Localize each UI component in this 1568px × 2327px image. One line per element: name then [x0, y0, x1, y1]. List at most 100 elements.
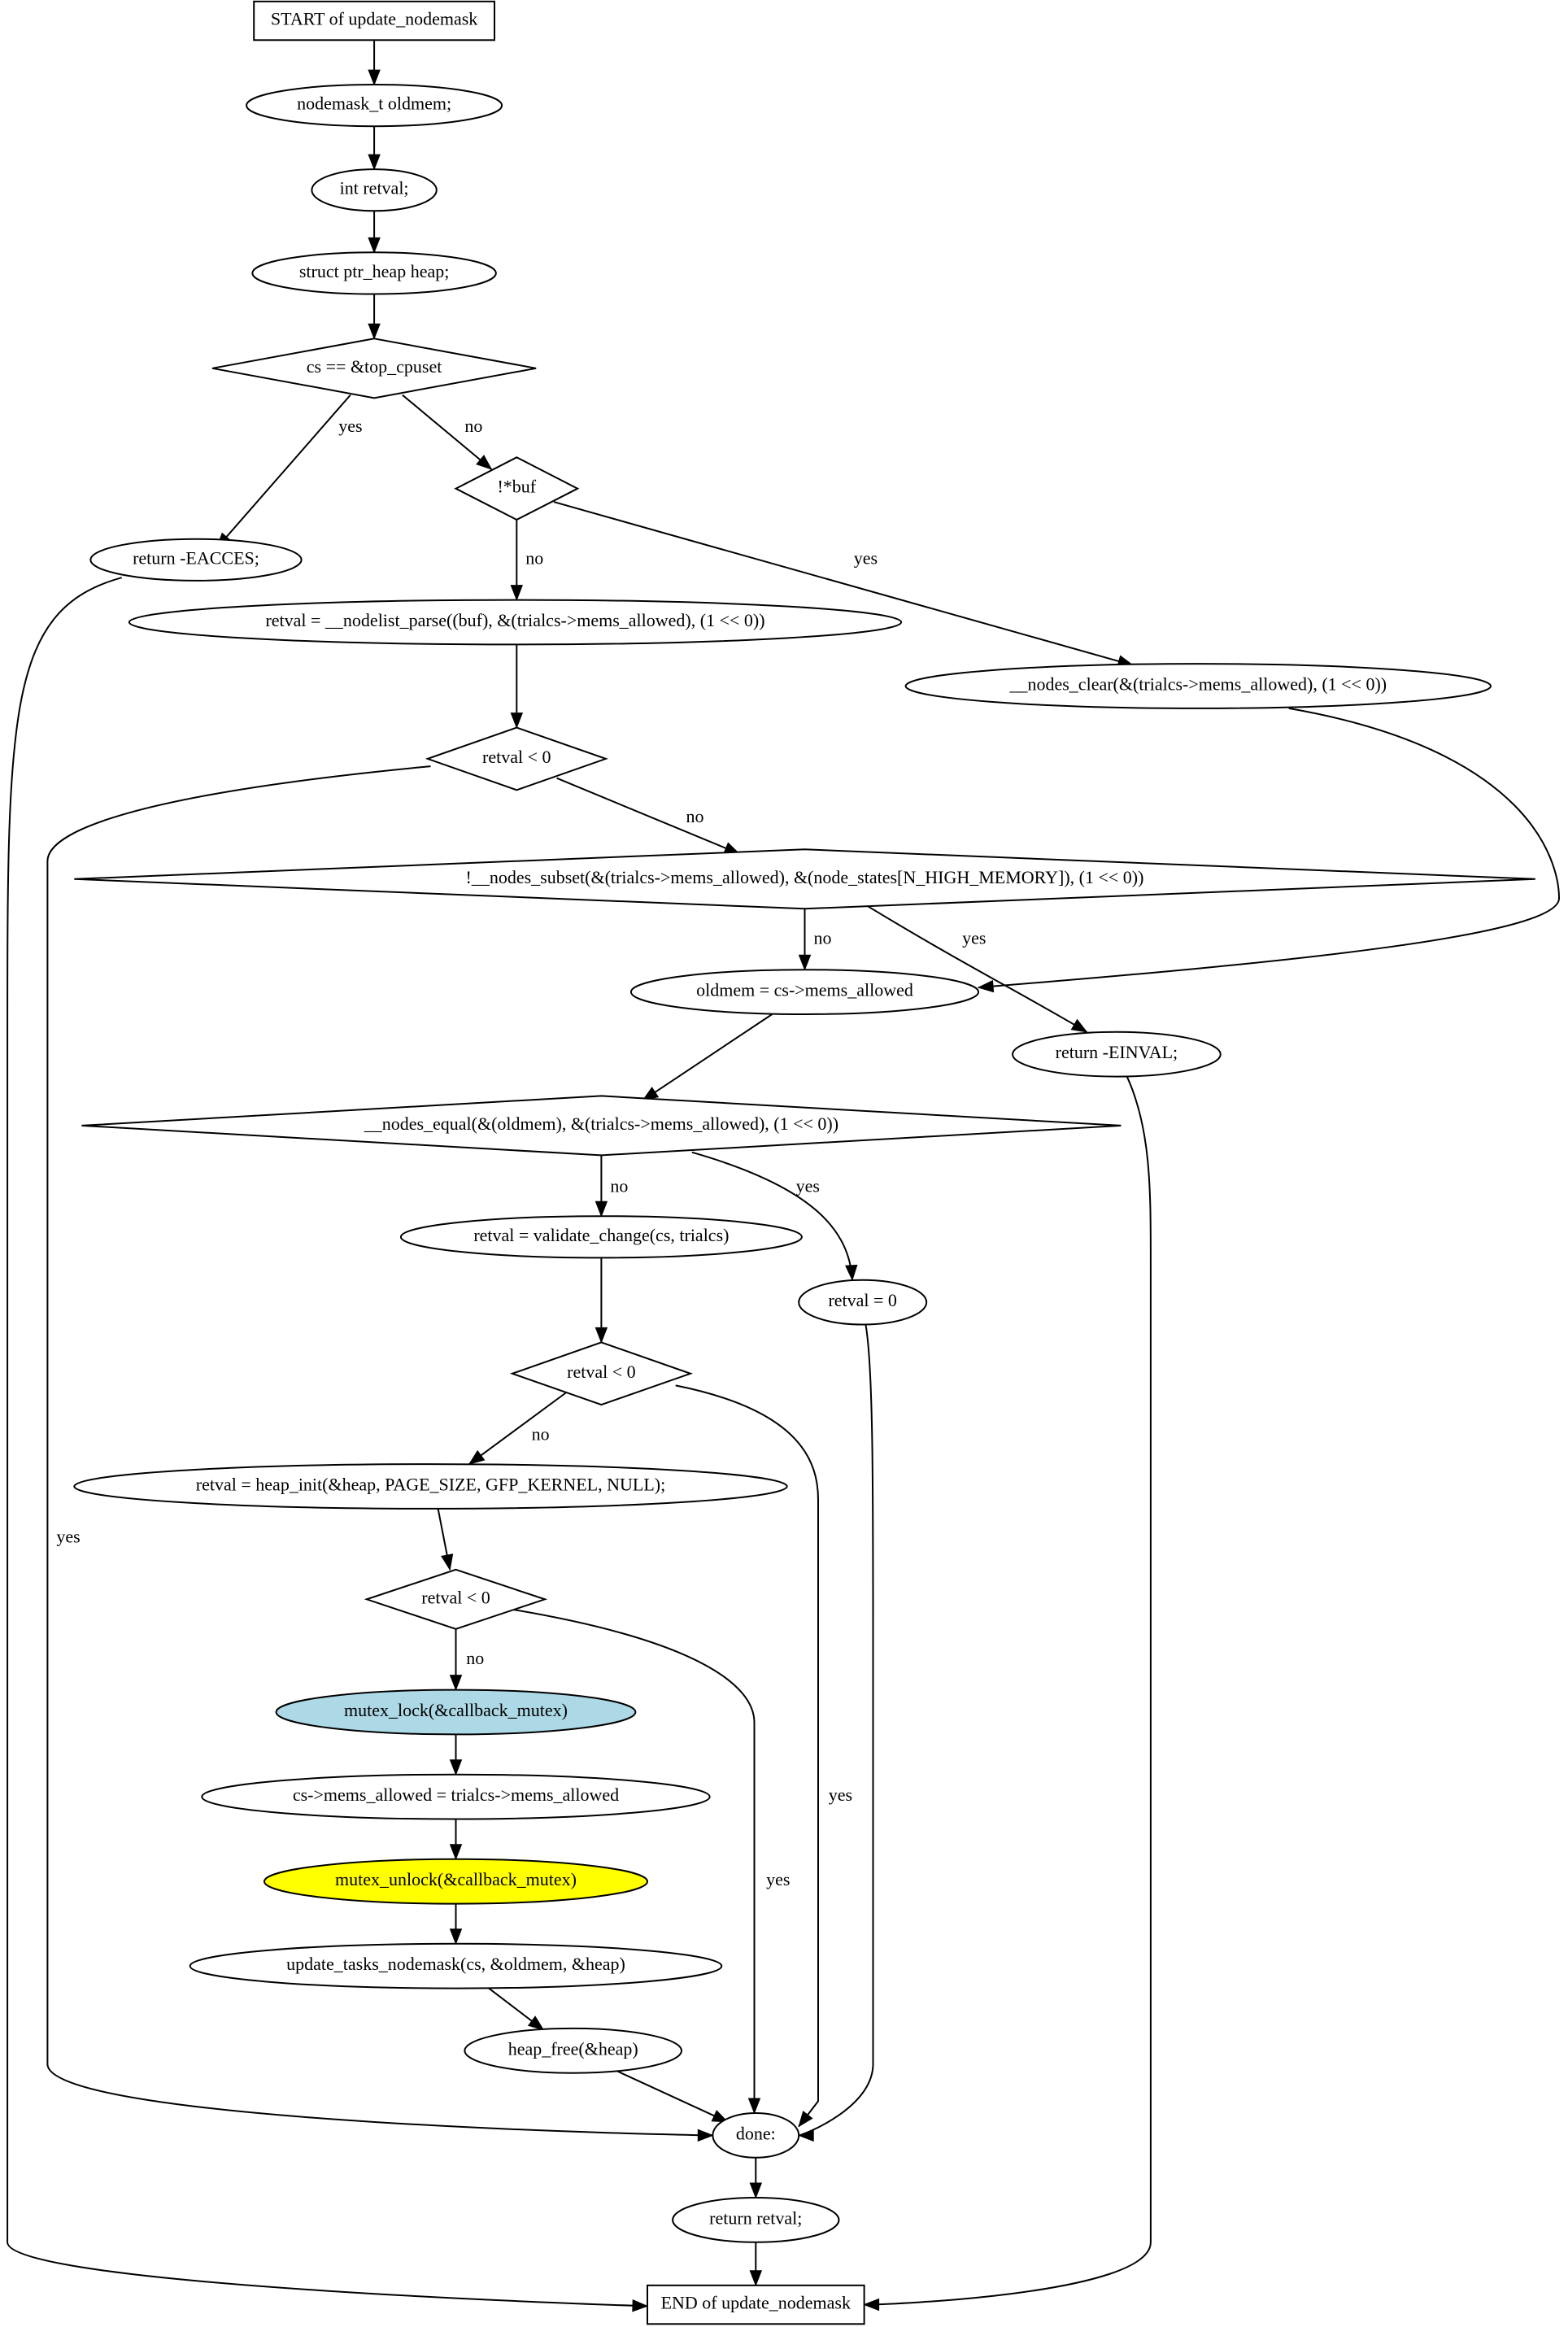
node-start: START of update_nodemask [253, 0, 495, 41]
edge-return_einval-to-end [863, 1076, 1152, 2312]
edge-label-no: no [525, 547, 543, 568]
edge-heap_decl-to-cond_top_cpuset [368, 294, 381, 340]
edge-arrowhead [510, 585, 524, 601]
edge-cond_retval_3-to-done: yes [513, 1609, 790, 2115]
edge-heap_init-to-cond_retval_3 [437, 1508, 454, 1571]
node-label: retval = __nodelist_parse((buf), &(trial… [265, 610, 764, 630]
node-label: int retval; [340, 178, 409, 198]
node-cond-nodes-equal: __nodes_equal(&(oldmem), &(trialcs->mems… [81, 1095, 1122, 1157]
edge-cond_buf-to-nodelist_parse: no [510, 520, 543, 601]
edge-arrowhead [697, 2129, 714, 2142]
edge-label-no: no [610, 1176, 628, 1196]
edge-nodelist_parse-to-cond_retval_1 [510, 644, 524, 729]
edge-oldmem_assign-to-cond_nodes_equal [642, 1013, 773, 1101]
edge-mems_allowed_assign-to-mutex_unlock [449, 1819, 463, 1861]
edge-arrowhead [632, 2299, 649, 2312]
edge-return_retval-to-end [749, 2242, 763, 2287]
edge-arrowhead [863, 2298, 880, 2312]
node-shape-ellipse [798, 1279, 928, 1326]
edge-line [798, 1324, 874, 2137]
edge-arrowhead [449, 1759, 463, 1776]
edge-line [864, 1076, 1152, 2306]
node-label: retval < 0 [482, 747, 551, 767]
edge-arrowhead [711, 2110, 729, 2123]
edge-arrowhead [797, 2129, 814, 2142]
edge-cond_retval_2-to-done: yes [675, 1384, 852, 2128]
edge-arrowhead [476, 455, 493, 470]
node-label: mutex_unlock(&callback_mutex) [335, 1869, 577, 1889]
edge-cond_nodes_equal-to-retval_zero: yes [691, 1151, 858, 1282]
edge-arrowhead [595, 1327, 608, 1344]
edge-line [7, 577, 648, 2307]
edge-label-yes: yes [854, 547, 878, 568]
edge-label-yes: yes [829, 1784, 852, 1805]
edge-arrowhead [749, 2182, 763, 2199]
node-shape-diamond [425, 726, 608, 791]
node-label: done: [736, 2123, 776, 2143]
node-oldmem-assign: oldmem = cs->mems_allowed [629, 969, 980, 1015]
edge-nodes_clear-to-oldmem_assign [977, 707, 1561, 993]
node-shape-ellipse [399, 1215, 803, 1259]
edge-oldmem_decl-to-retval_decl [368, 126, 381, 171]
node-label: return retval; [709, 2207, 802, 2228]
edge-arrowhead [747, 2098, 761, 2115]
node-cond-nodes-subset: !__nodes_subset(&(trialcs->mems_allowed)… [74, 848, 1535, 910]
edge-cond_retval_3-to-mutex_lock: no [449, 1628, 484, 1691]
edge-line [402, 394, 492, 470]
node-shape-ellipse [73, 1463, 788, 1510]
node-heap-init: retval = heap_init(&heap, PAGE_SIZE, GFP… [73, 1463, 788, 1510]
node-label: heap_free(&heap) [508, 2038, 638, 2059]
node-label: cs->mems_allowed = trialcs->mems_allowed [293, 1784, 619, 1805]
node-shape-ellipse [275, 1689, 637, 1736]
node-return-retval: return retval; [672, 2197, 840, 2243]
node-label: __nodes_clear(&(trialcs->mems_allowed), … [1008, 674, 1387, 695]
edge-line [866, 904, 1087, 1033]
node-shape-ellipse [712, 2112, 800, 2159]
node-return-einval: return -EINVAL; [1012, 1031, 1222, 1078]
edge-retval_decl-to-heap_decl [368, 211, 381, 254]
node-label: START of update_nodemask [271, 9, 477, 29]
edge-arrowhead [368, 69, 381, 86]
edge-line [642, 1013, 773, 1101]
node-shape-ellipse [201, 1773, 711, 1820]
node-cond-buf: !*buf [454, 456, 580, 521]
edge-line [978, 707, 1561, 989]
node-heap-free: heap_free(&heap) [464, 2027, 683, 2074]
node-label: nodemask_t oldmem; [297, 94, 451, 114]
node-shape-diamond [74, 848, 1535, 910]
node-shape-ellipse [1012, 1031, 1222, 1078]
node-label: update_tasks_nodemask(cs, &oldmem, &heap… [286, 1954, 625, 1974]
edge-arrowhead [449, 1675, 463, 1691]
node-cond-retval-1: retval < 0 [425, 726, 608, 791]
edge-arrowhead [527, 2015, 545, 2031]
node-nodelist-parse: retval = __nodelist_parse((buf), &(trial… [128, 599, 903, 646]
edge-cond_retval_2-to-heap_init: no [468, 1392, 567, 1465]
node-end: END of update_nodemask [647, 2284, 865, 2325]
edge-mutex_unlock-to-update_tasks [449, 1903, 463, 1946]
edge-line [556, 777, 740, 855]
node-update-tasks: update_tasks_nodemask(cs, &oldmem, &heap… [189, 1942, 723, 1989]
edge-cond_retval_1-to-cond_nodes_subset: no [556, 777, 741, 855]
node-label: cs == &top_cpuset [307, 356, 442, 377]
node-shape-box [253, 0, 495, 41]
edge-label-no: no [464, 416, 482, 436]
node-cond-retval-2: retval < 0 [509, 1341, 694, 1406]
node-label: retval = heap_init(&heap, PAGE_SIZE, GFP… [196, 1475, 665, 1495]
node-shape-ellipse [128, 599, 903, 646]
nodes-layer: START of update_nodemask nodemask_t oldme… [73, 0, 1535, 2325]
edge-line [513, 1609, 756, 2113]
edge-arrowhead [468, 1449, 486, 1465]
edge-cond_nodes_subset-to-return_einval: yes [866, 904, 1088, 1033]
node-return-eacces: return -EACCES; [89, 538, 303, 582]
edge-arrowhead [449, 1844, 463, 1861]
node-shape-diamond [211, 338, 537, 399]
node-mutex-lock: mutex_lock(&callback_mutex) [275, 1689, 637, 1736]
edge-retval_zero-to-done [797, 1324, 874, 2142]
edge-arrowhead [749, 2270, 763, 2287]
node-label: !__nodes_subset(&(trialcs->mems_allowed)… [466, 867, 1144, 887]
edge-mutex_lock-to-mems_allowed_assign [449, 1734, 463, 1776]
node-label: mutex_lock(&callback_mutex) [344, 1700, 568, 1720]
node-shape-ellipse [464, 2027, 683, 2074]
node-label: oldmem = cs->mems_allowed [696, 980, 913, 1000]
